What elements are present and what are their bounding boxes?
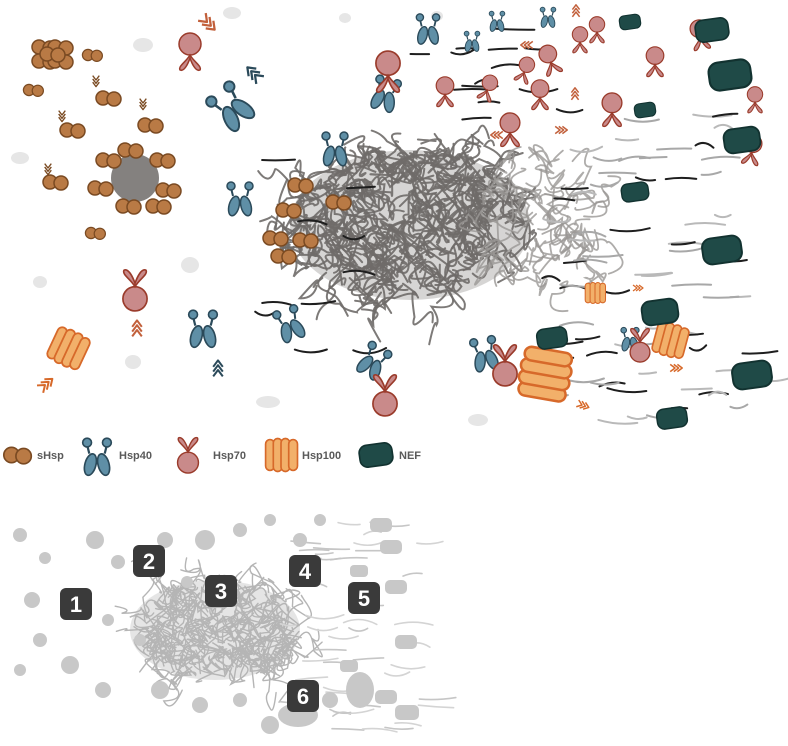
legend-label-hsp70: Hsp70 xyxy=(213,450,246,462)
legend-label-hsp40: Hsp40 xyxy=(119,450,152,462)
svg-text:2: 2 xyxy=(143,549,155,574)
step-badge-1: 1 xyxy=(60,588,92,620)
step-badge-2: 2 xyxy=(133,545,165,577)
nef-icon xyxy=(357,440,395,470)
svg-text:6: 6 xyxy=(297,684,309,709)
step-badge-3: 3 xyxy=(205,575,237,607)
overview-aggregate xyxy=(114,555,323,711)
legend-item-nef: NEF xyxy=(357,440,421,470)
background-ghosts xyxy=(11,7,488,426)
legend-item-hsp70: Hsp70 xyxy=(176,436,246,474)
legend: sHsp Hsp40 Hsp70 Hsp100 NEF xyxy=(2,436,421,478)
mechanism-panel xyxy=(11,4,788,431)
svg-text:1: 1 xyxy=(70,592,82,617)
legend-label-hsp100: Hsp100 xyxy=(302,450,341,462)
svg-text:5: 5 xyxy=(358,586,370,611)
step-badge-6: 6 xyxy=(287,680,319,712)
legend-label-shsp: sHsp xyxy=(37,450,64,462)
shsp-coated-aggregate xyxy=(87,142,182,215)
hsp70-icon xyxy=(176,436,200,474)
svg-text:3: 3 xyxy=(215,579,227,604)
hsp100-icon xyxy=(264,437,299,473)
shsp-oligomers xyxy=(22,39,164,240)
legend-item-shsp: sHsp xyxy=(2,446,64,465)
step-badge-5: 5 xyxy=(348,582,380,614)
hsp40-icon xyxy=(81,437,113,478)
svg-text:4: 4 xyxy=(299,559,312,584)
shsp-icon xyxy=(2,446,33,465)
step-badge-4: 4 xyxy=(289,555,321,587)
legend-item-hsp100: Hsp100 xyxy=(264,437,341,473)
legend-item-hsp40: Hsp40 xyxy=(81,437,152,478)
legend-label-nef: NEF xyxy=(399,450,421,462)
overview-panel: 1 2 3 4 5 6 xyxy=(13,514,457,734)
